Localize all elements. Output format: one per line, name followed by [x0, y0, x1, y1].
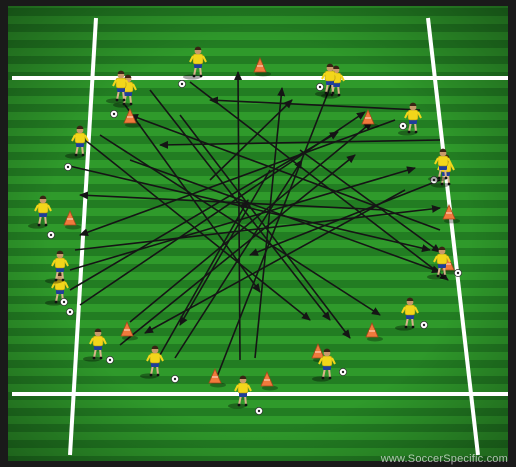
ball-icon	[47, 231, 54, 238]
ball-icon	[454, 269, 461, 276]
ball-icon	[255, 407, 262, 414]
ball-icon	[106, 356, 113, 363]
ball-icon	[66, 308, 73, 315]
ball-icon	[64, 163, 71, 170]
ball-icon	[316, 83, 323, 90]
ball-icon	[339, 368, 346, 375]
ball-icon	[399, 122, 406, 129]
ball-icon	[420, 321, 427, 328]
watermark: www.SoccerSpecific.com	[381, 453, 508, 465]
ball-icon	[110, 110, 117, 117]
ball-icon	[60, 298, 67, 305]
ball-icon	[171, 375, 178, 382]
ball-icon	[178, 80, 185, 87]
